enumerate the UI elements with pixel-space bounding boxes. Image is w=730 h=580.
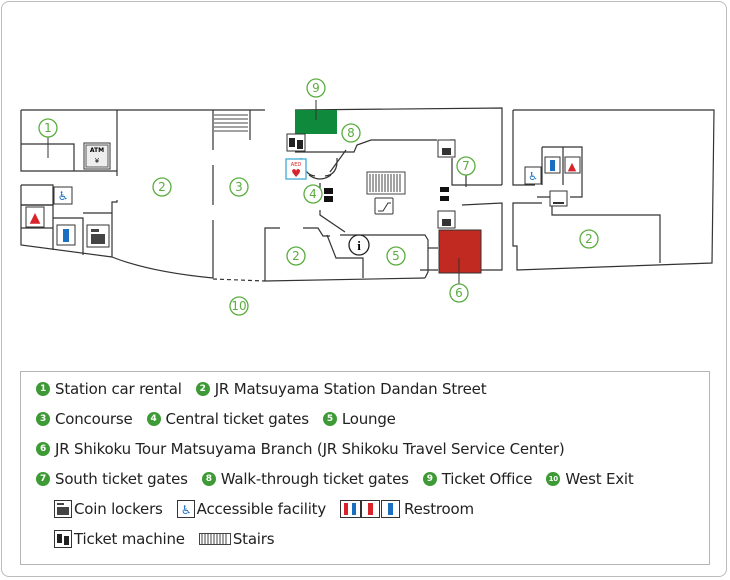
legend-ticket-machine: Ticket machine [54,530,185,548]
svg-text:i: i [357,238,361,253]
female-restroom-icon: ▲ [564,156,581,174]
stairs-icon [214,114,248,132]
ticket-gates-central [324,188,333,202]
legend-stairs: Stairs [198,530,275,548]
male-restroom-icon [544,156,561,174]
marker-2[interactable]: 2 [292,249,300,263]
legend-accessible: ♿ Accessible facility [176,500,326,518]
restroom-icons [340,500,401,518]
coin-locker-icon [86,224,110,248]
marker-2[interactable]: 2 [158,180,166,194]
stairs-icon [366,171,406,195]
information-icon[interactable]: i [348,234,370,256]
travel-service-center-area[interactable] [438,229,482,274]
elevator-icon [437,210,456,229]
accessible-icon: ♿ [53,186,73,205]
ticket-machine-icon [54,530,72,548]
atm-icon: ATM ¥ [83,142,111,170]
escalator-icon [374,197,394,215]
stairs-icon [198,533,231,545]
map-legend [20,371,710,565]
svg-text:ATM: ATM [90,147,104,154]
marker-1[interactable]: 1 [44,121,52,135]
marker-7[interactable]: 7 [462,159,470,173]
svg-text:♥: ♥ [291,167,301,180]
floor-walls [20,107,715,282]
svg-text:♿: ♿ [180,503,191,517]
svg-text:AED: AED [291,162,302,168]
marker-3[interactable]: 3 [235,180,243,194]
aed-icon: AED ♥ [285,158,307,180]
marker-4[interactable]: 4 [309,187,317,201]
marker-8[interactable]: 8 [347,126,355,140]
marker-5[interactable]: 5 [392,249,400,263]
svg-text:♿: ♿ [528,170,538,183]
station-floor-map: ATM ¥ ♿ ▲ AED ♥ i ♿ [20,78,715,316]
ticket-gates-south [440,187,449,201]
marker-6[interactable]: 6 [455,286,463,300]
smoking-area-icon [549,190,568,207]
ticket-machine-icon [286,133,306,152]
marker-2[interactable]: 2 [585,232,593,246]
accessible-icon: ♿ [176,500,195,518]
accessible-icon: ♿ [524,166,542,185]
svg-text:▲: ▲ [568,160,577,173]
svg-text:¥: ¥ [95,157,100,165]
area-marker-circles [38,78,599,316]
legend-row: Ticket machine Stairs [54,530,288,548]
marker-10[interactable]: 10 [231,299,246,313]
male-restroom-icon [56,224,76,246]
legend-row: Coin lockers ♿ Accessible facility Restr… [54,500,488,518]
elevator-icon [437,139,456,158]
marker-9[interactable]: 9 [312,81,320,95]
female-restroom-icon: ▲ [25,206,45,228]
svg-text:▲: ▲ [30,210,41,226]
legend-coin-lockers: Coin lockers [54,500,163,518]
coin-locker-icon [54,500,72,518]
legend-restroom: Restroom [340,500,474,518]
svg-text:♿: ♿ [58,189,69,203]
